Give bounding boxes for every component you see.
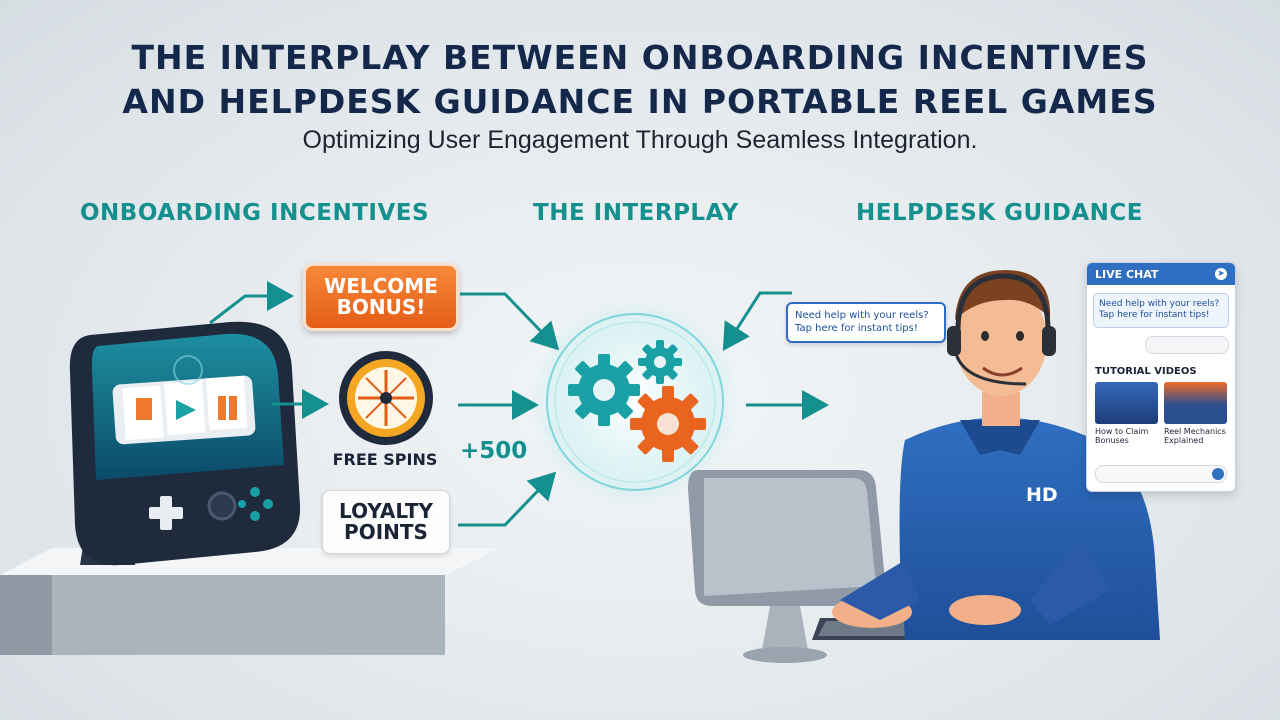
title-line-2: AND HELPDESK GUIDANCE IN PORTABLE REEL G… xyxy=(122,82,1158,121)
video-captions: How to Claim Bonuses Reel Mechanics Expl… xyxy=(1095,427,1227,446)
column-heading-interplay: THE INTERPLAY xyxy=(533,200,739,226)
welcome-bonus-line1: WELCOME xyxy=(324,274,438,298)
reel-game-tablet-icon xyxy=(69,321,301,566)
loyalty-line1: LOYALTY xyxy=(339,499,433,523)
interplay-hub xyxy=(530,297,740,507)
subtitle: Optimizing User Engagement Through Seaml… xyxy=(302,126,978,154)
video-caption-2[interactable]: Reel Mechanics Explained xyxy=(1164,426,1226,446)
chat-header: LIVE CHAT ➤ xyxy=(1087,263,1235,285)
computer-monitor-icon xyxy=(688,470,887,663)
video-caption-1[interactable]: How to Claim Bonuses xyxy=(1095,426,1149,446)
desk xyxy=(0,548,500,655)
tutorial-videos-heading: TUTORIAL VIDEOS xyxy=(1095,365,1197,377)
chat-input[interactable] xyxy=(1095,465,1227,483)
chat-reply-bubble xyxy=(1145,335,1229,354)
help-speech-bubble[interactable]: Need help with your reels? Tap here for … xyxy=(786,302,946,343)
welcome-bonus-line2: BONUS! xyxy=(336,295,426,319)
chat-header-title: LIVE CHAT xyxy=(1095,267,1159,281)
live-chat-panel: LIVE CHAT ➤ Need help with your reels? T… xyxy=(1086,262,1236,492)
gears-icon xyxy=(568,340,706,462)
points-value: +500 xyxy=(460,438,528,464)
column-heading-helpdesk: HELPDESK GUIDANCE xyxy=(856,200,1144,226)
chat-arrow-icon[interactable]: ➤ xyxy=(1215,268,1227,280)
video-thumbnails xyxy=(1095,381,1227,424)
title-line-1: THE INTERPLAY BETWEEN ONBOARDING INCENTI… xyxy=(131,38,1149,77)
video-thumbnail-1[interactable] xyxy=(1095,381,1158,424)
video-thumbnail-2[interactable] xyxy=(1164,381,1227,424)
column-heading-incentives: ONBOARDING INCENTIVES xyxy=(80,200,430,226)
chat-message: Need help with your reels? Tap here for … xyxy=(1093,293,1229,328)
welcome-bonus-badge: WELCOME BONUS! xyxy=(303,263,459,331)
send-icon[interactable] xyxy=(1212,468,1224,480)
loyalty-line2: POINTS xyxy=(344,520,428,544)
agent-shirt-logo: HD xyxy=(1026,484,1058,506)
spin-wheel-icon xyxy=(339,351,433,445)
free-spins-label: FREE SPINS xyxy=(332,450,438,469)
loyalty-points-badge: LOYALTY POINTS xyxy=(322,490,450,554)
